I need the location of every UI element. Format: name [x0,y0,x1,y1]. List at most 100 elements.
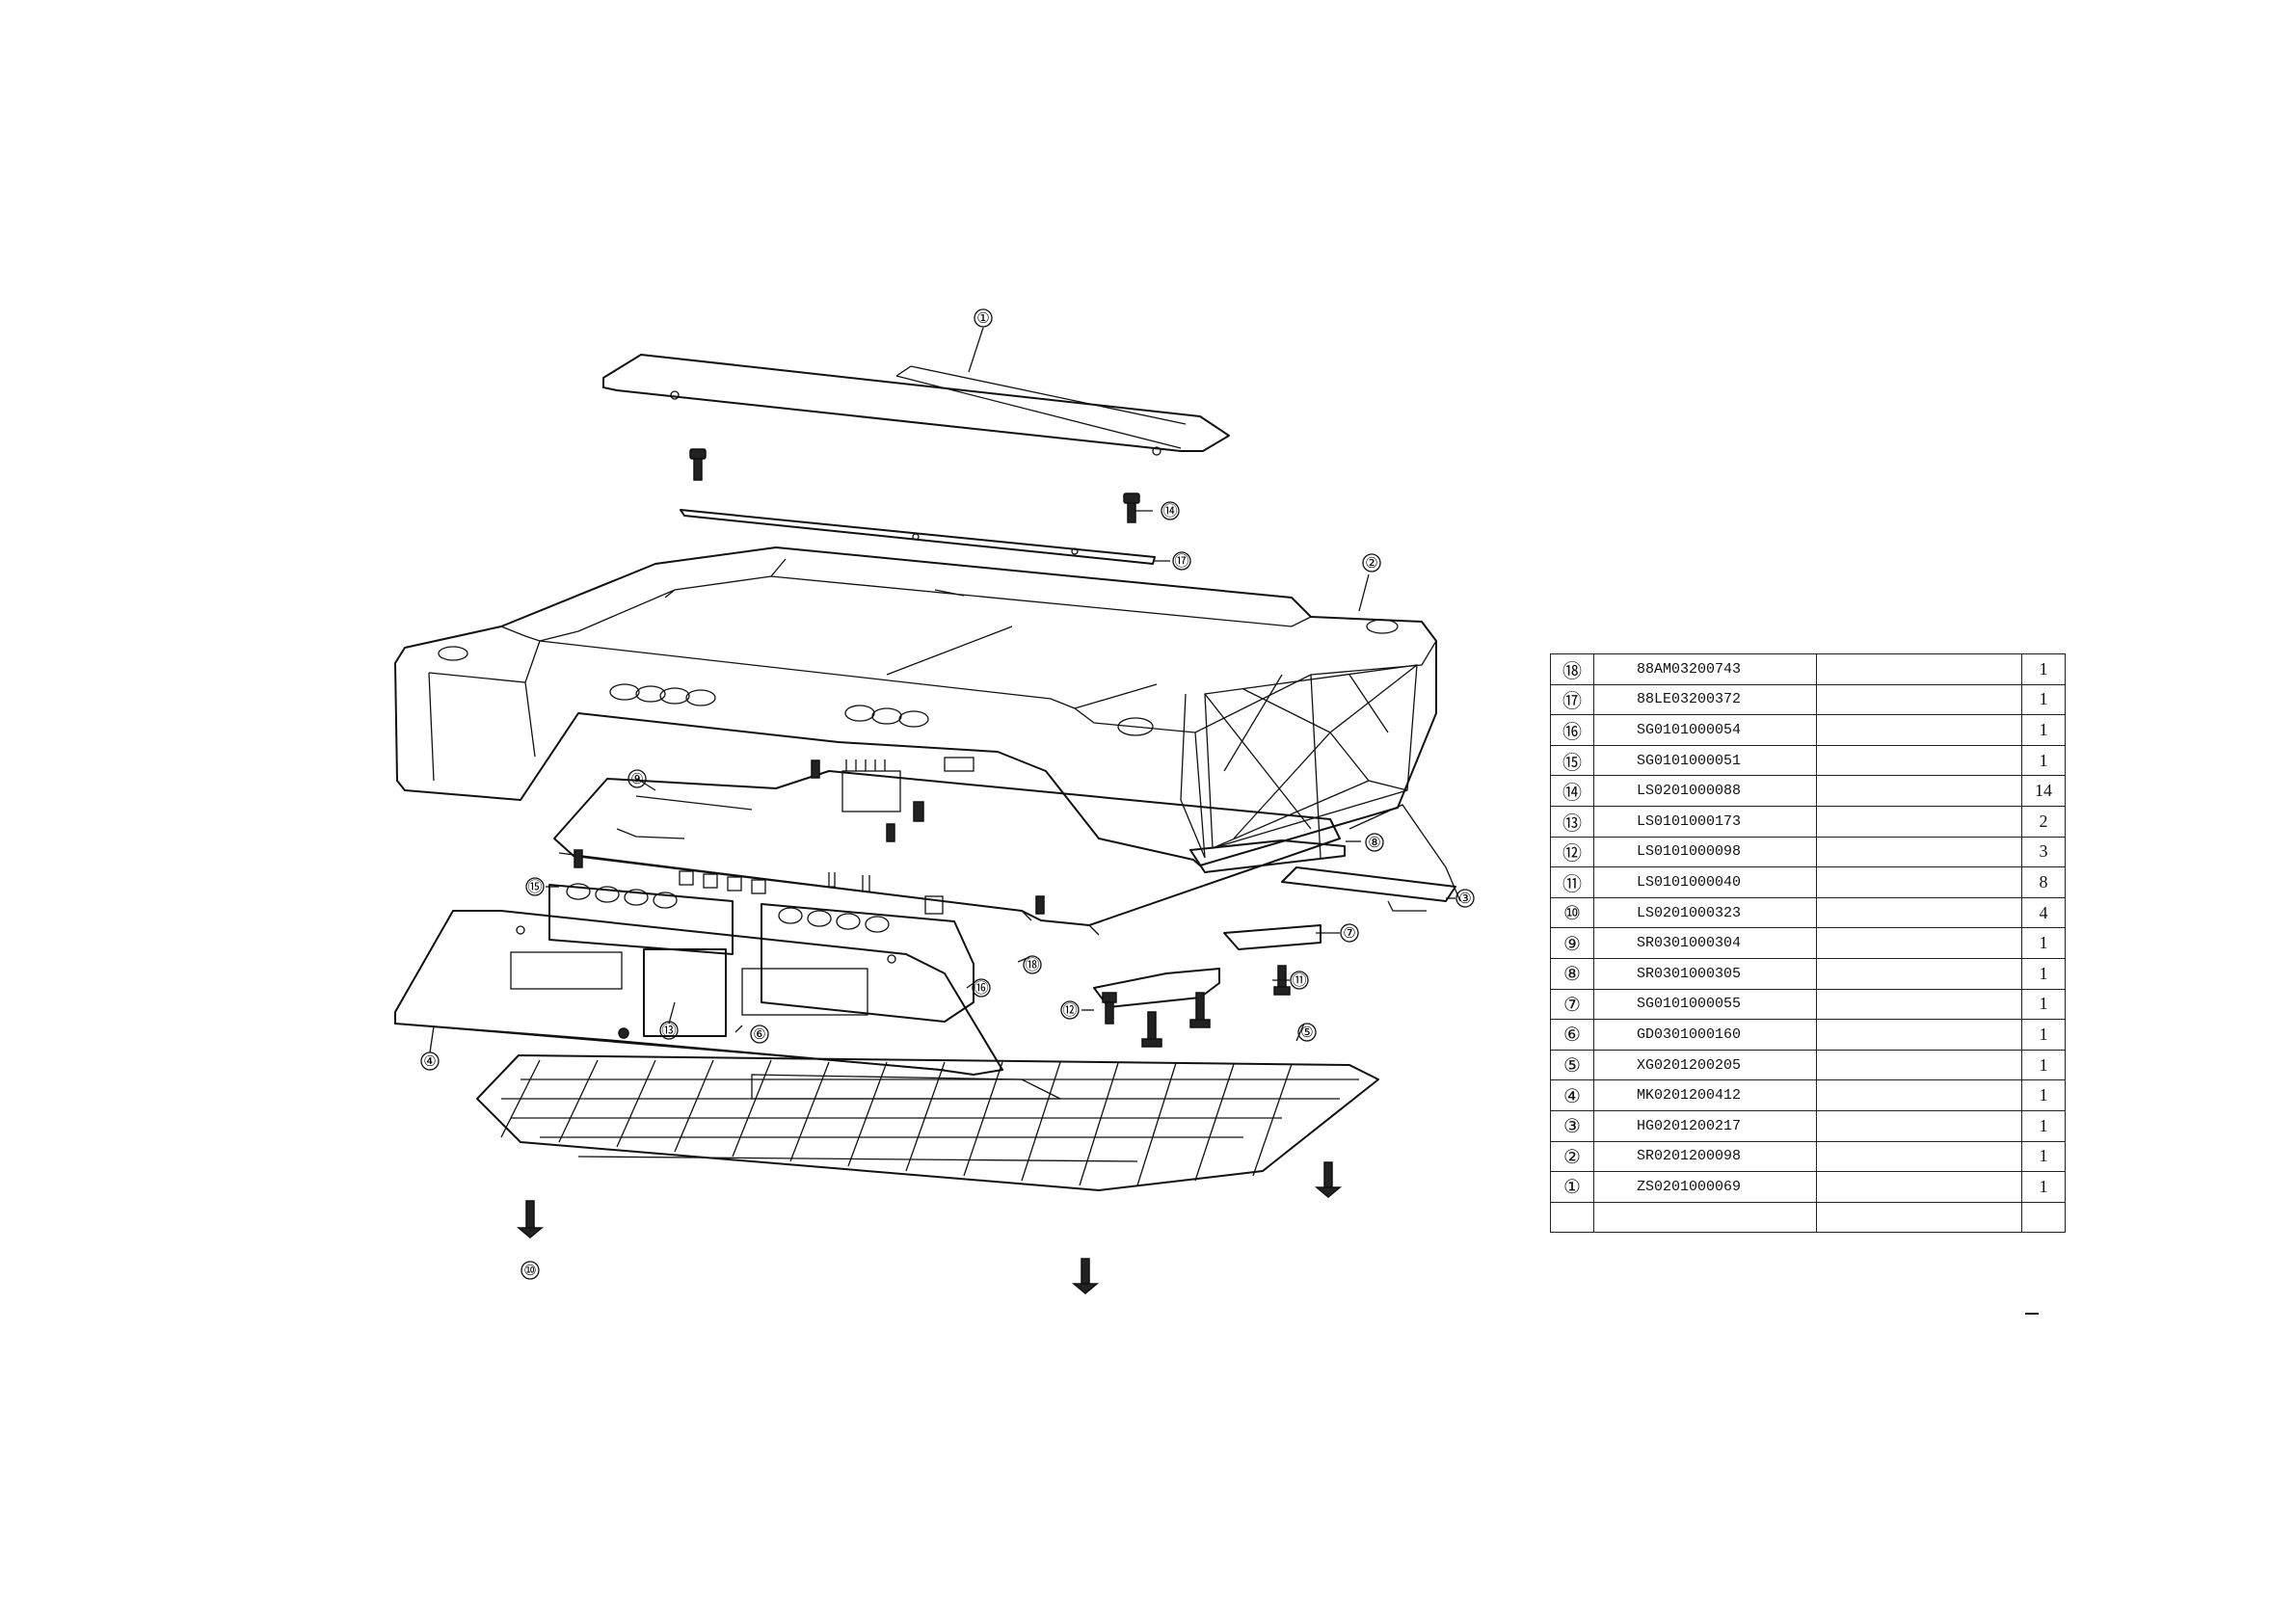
part-description [1816,1140,2022,1173]
part-main-housing [394,546,1437,866]
item-number: ② [1550,1140,1594,1173]
callout-3: ③ [1455,889,1475,908]
part-code: MK0201200412 [1593,1079,1817,1111]
callout-13: ⑬ [659,1021,679,1040]
callout-15: ⑮ [525,877,545,896]
callout-6: ⑥ [750,1025,769,1044]
item-number: ⑮ [1550,744,1594,777]
quantity: 1 [2021,1019,2066,1051]
callout-16: ⑯ [972,978,991,998]
callout-11-label: ⑪ [1292,972,1306,989]
item-number: ⑩ [1550,896,1594,929]
sheet-mark [2025,1313,2039,1315]
callout-16-label: ⑯ [974,979,988,997]
screw-top-left [689,448,707,481]
quantity [2021,1201,2066,1234]
callout-7: ⑦ [1340,923,1359,943]
part-description [1816,683,2022,716]
quantity: 1 [2021,1049,2066,1081]
callout-15-label: ⑮ [527,878,542,895]
callout-14: ⑭ [1161,501,1180,520]
part-description [1816,988,2022,1021]
item-number: ⑯ [1550,714,1594,746]
part-code: 88LE03200372 [1593,683,1817,716]
callout-4: ④ [420,1052,440,1071]
callout-8-label: ⑧ [1368,834,1380,851]
item-number: ⑬ [1550,805,1594,838]
part-code [1593,1201,1817,1234]
part-base-grille [476,1054,1379,1191]
part-code: LS0101000040 [1593,866,1817,898]
part-code: SR0301000305 [1593,957,1817,990]
part-description [1816,927,2022,959]
leader-lines [429,327,1455,1053]
part-code: HG0201200217 [1593,1109,1817,1142]
item-number: ③ [1550,1109,1594,1142]
part-code: GD0301000160 [1593,1019,1817,1051]
callout-14-label: ⑭ [1162,502,1177,519]
callout-12: ⑫ [1060,1000,1080,1020]
part-description [1816,1049,2022,1081]
item-number: ⑫ [1550,836,1594,868]
quantity: 1 [2021,683,2066,716]
callout-9-label: ⑨ [630,770,643,787]
item-number [1550,1201,1594,1234]
part-code: XG0201200205 [1593,1049,1817,1081]
callout-4-label: ④ [423,1052,436,1070]
item-number: ⑦ [1550,988,1594,1021]
callout-8: ⑧ [1365,833,1384,852]
part-description [1816,1171,2022,1203]
callout-13-label: ⑬ [661,1022,676,1039]
item-number: ⑭ [1550,775,1594,807]
part-pcb-board [553,770,1341,936]
item-number: ⑨ [1550,927,1594,959]
quantity: 1 [2021,957,2066,990]
part-description [1816,714,2022,746]
part-code: LS0201000088 [1593,775,1817,807]
part-front-panel [394,910,1003,1076]
part-bracket [1281,804,1461,912]
part-description [1816,896,2022,929]
quantity: 1 [2021,988,2066,1021]
part-strip [680,509,1156,565]
quantity: 1 [2021,1109,2066,1142]
part-description [1816,1201,2022,1234]
part-description [1816,866,2022,898]
part-plate-8 [1189,839,1346,873]
callout-17: ⑰ [1172,551,1191,571]
part-io-panel [548,883,974,1023]
table-row [1550,1201,2066,1234]
callout-1-label: ① [976,309,989,327]
part-description [1816,1079,2022,1111]
part-description [1816,775,2022,807]
screws-loose [516,759,1343,1294]
part-code: LS0201000323 [1593,896,1817,929]
quantity: 1 [2021,1079,2066,1111]
callout-12-label: ⑫ [1062,1001,1077,1019]
quantity: 3 [2021,836,2066,868]
callout-18-label: ⑱ [1025,956,1039,973]
item-number: ⑥ [1550,1019,1594,1051]
part-description [1816,957,2022,990]
quantity: 2 [2021,805,2066,838]
callout-3-label: ③ [1458,890,1471,907]
part-code: SR0301000304 [1593,927,1817,959]
callout-17-label: ⑰ [1174,552,1188,570]
item-number: ⑰ [1550,683,1594,716]
callout-10: ⑩ [521,1261,540,1280]
